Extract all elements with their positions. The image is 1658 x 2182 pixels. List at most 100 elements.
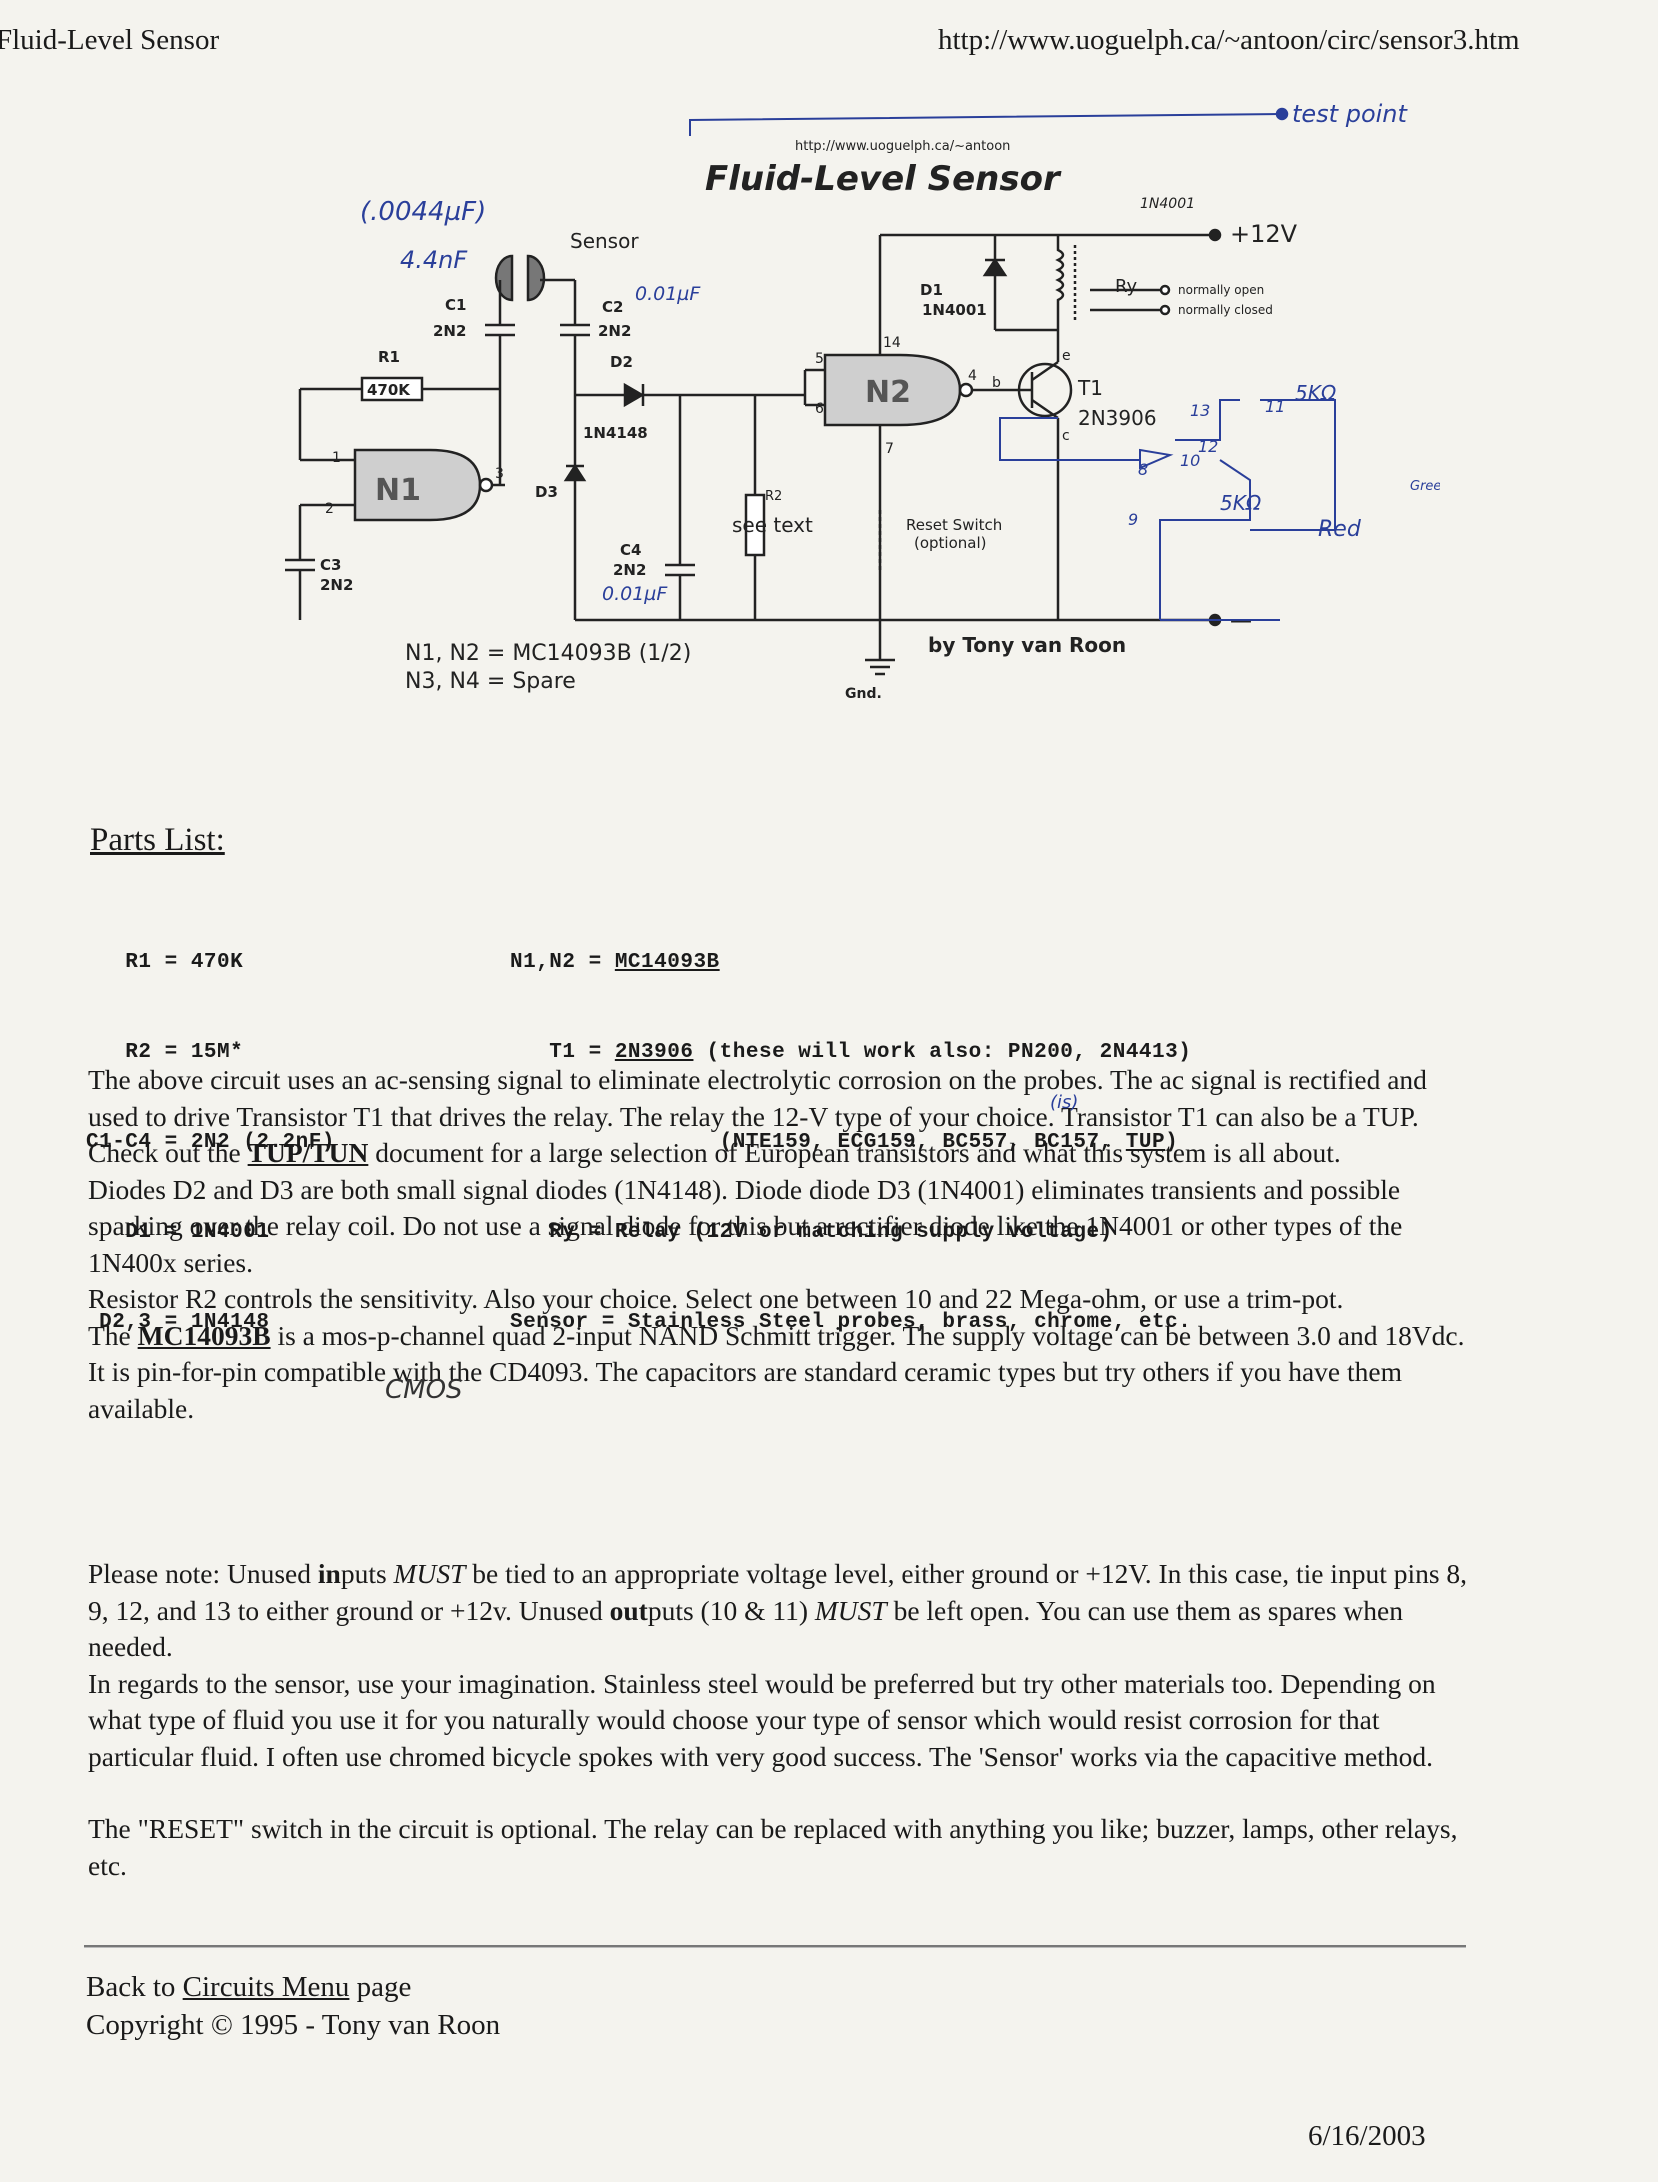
label-n2: N2 xyxy=(865,375,911,410)
label-d2-part: 1N4148 xyxy=(583,424,648,442)
label-gnd: Gnd. xyxy=(845,686,882,702)
paragraph-text: The above circuit uses an ac-sensing sig… xyxy=(88,1064,1427,1168)
parts-list-left: R1 = 470K R2 = 15M* C1-C4 = 2N2 (2.2nF) … xyxy=(86,888,335,1398)
paragraph-text: document for a large selection of Europe… xyxy=(368,1137,1341,1168)
label-c2: C2 xyxy=(602,298,623,316)
label-sensor: Sensor xyxy=(570,229,639,253)
label-t1-b: b xyxy=(992,375,1001,391)
emphasis-must: MUST xyxy=(814,1594,887,1626)
parts-list-heading: Parts List: xyxy=(90,822,225,858)
note-diode: 1N4001 xyxy=(1140,196,1195,212)
paragraph-sensor: In regards to the sensor, use your imagi… xyxy=(88,1667,1436,1772)
label-pin5: 5 xyxy=(815,351,824,367)
paragraph-text: The xyxy=(88,1319,138,1351)
label-pin1: 1 xyxy=(332,450,341,466)
paragraph-text: Please note: Unused xyxy=(88,1558,318,1589)
parts-item: R1 = 470K xyxy=(86,951,244,974)
paragraph-diodes: Diodes D2 and D3 are both small signal d… xyxy=(88,1173,1403,1278)
print-date: 6/16/2003 xyxy=(1308,2120,1426,2152)
label-ground-terminal: — xyxy=(1230,609,1252,634)
parts-t1-rest: (these will work also: PN200, 2N4413) xyxy=(693,1041,1192,1064)
note-pin11: 11 xyxy=(1265,397,1285,416)
note-res-mid: 5KΩ xyxy=(1220,491,1262,515)
tup-tun-link[interactable]: TUP/TUN xyxy=(247,1137,369,1168)
parts-list-right: N1,N2 = MC14093B T1 = 2N3906 (these will… xyxy=(510,888,1191,1398)
parts-tup-link[interactable]: TUP xyxy=(1125,1131,1166,1154)
diagram-title: Fluid-Level Sensor xyxy=(705,159,1062,199)
note-c1-cap-a: (.0044µF) xyxy=(360,197,486,227)
label-reset-optional: (optional) xyxy=(914,534,987,552)
parts-t1-link[interactable]: 2N3906 xyxy=(614,1041,694,1064)
label-c2-value: 2N2 xyxy=(598,322,631,340)
footer-text: page xyxy=(349,1971,412,2003)
label-r2: R2 xyxy=(765,489,782,504)
circuits-menu-link[interactable]: Circuits Menu xyxy=(182,1971,350,2003)
label-supply: +12V xyxy=(1230,220,1298,248)
label-ry: Ry xyxy=(1115,276,1138,297)
parts-sensor-line: Sensor = Stainless Steel probes, brass, … xyxy=(510,1311,1192,1334)
paragraph-text: puts (10 & 11) xyxy=(647,1594,815,1626)
label-author: by Tony van Roon xyxy=(928,633,1126,657)
copyright: Copyright © 1995 - Tony van Roon xyxy=(86,2009,501,2041)
note-led-red: Red xyxy=(1318,517,1362,542)
label-pin3: 3 xyxy=(495,466,504,482)
emphasis-must: MUST xyxy=(393,1558,466,1589)
label-normally-closed: normally closed xyxy=(1178,303,1273,317)
label-gates-line1: N1, N2 = MC14093B (1/2) xyxy=(405,641,691,666)
label-t1-e: e xyxy=(1062,348,1071,364)
page-header-url: http://www.uoguelph.ca/~antoon/circ/sens… xyxy=(938,24,1520,56)
parts-item: D1 = 1N4001 xyxy=(86,1221,270,1244)
circuit-diagram: http://www.uoguelph.ca/~antoon Fluid-Lev… xyxy=(280,100,1450,720)
parts-n1n2-label: N1,N2 = xyxy=(510,951,615,974)
note-c4-cap: 0.01µF xyxy=(602,583,668,605)
parts-n1n2-link[interactable]: MC14093B xyxy=(614,951,720,974)
label-c4: C4 xyxy=(620,541,641,559)
paragraph-text: is a mos-p-channel quad 2-input NAND Sch… xyxy=(88,1319,1465,1424)
note-c2-cap: 0.01µF xyxy=(635,283,701,305)
diagram-source-url: http://www.uoguelph.ca/~antoon xyxy=(795,139,1010,154)
paragraph-reset: The "RESET" switch in the circuit is opt… xyxy=(88,1813,1458,1881)
label-reset-switch: Reset Switch xyxy=(906,516,1002,534)
paragraph-text: be tied to an appropriate voltage level,… xyxy=(88,1558,1468,1626)
label-c1: C1 xyxy=(445,296,466,314)
parts-ry-line: Ry = Relay (12V or matching supply volta… xyxy=(510,1221,1113,1244)
label-pin6: 6 xyxy=(815,401,824,417)
label-gates-line2: N3, N4 = Spare xyxy=(405,669,576,694)
mc14093b-link[interactable]: MC14093B xyxy=(137,1319,271,1351)
note-pin13: 13 xyxy=(1190,401,1210,420)
label-c3-value: 2N2 xyxy=(320,576,353,594)
label-c4-value: 2N2 xyxy=(613,561,646,579)
footer: Back to Circuits Menu page Copyright © 1… xyxy=(86,1968,500,2044)
label-normally-open: normally open xyxy=(1178,283,1264,297)
emphasis-out: out xyxy=(609,1594,648,1626)
parts-t1-line2a: (NTE159, ECG159, BC557, BC157, xyxy=(510,1131,1126,1154)
label-c3: C3 xyxy=(320,556,341,574)
parts-item: D2,3 = 1N4148 xyxy=(86,1311,270,1334)
note-pin8: 8 xyxy=(1138,460,1148,479)
label-d1-part: 1N4001 xyxy=(922,301,987,319)
label-r1: R1 xyxy=(378,348,400,366)
label-pin7: 7 xyxy=(885,441,894,457)
note-led-green: Green xyxy=(1410,479,1440,494)
schematic-svg: http://www.uoguelph.ca/~antoon Fluid-Lev… xyxy=(285,100,1450,702)
paragraph-resistor: Resistor R2 controls the sensitivity. Al… xyxy=(88,1283,1344,1314)
label-pin4: 4 xyxy=(968,368,977,384)
notes-block: Please note: Unused inputs MUST be tied … xyxy=(88,1556,1480,1884)
note-pin10: 10 xyxy=(1180,451,1200,470)
note-cmos: CMOS xyxy=(385,1375,463,1405)
label-pin14: 14 xyxy=(883,335,901,351)
parts-item: R2 = 15M* xyxy=(86,1041,244,1064)
footer-text: Back to xyxy=(86,1971,183,2003)
note-pin12: 12 xyxy=(1198,437,1218,456)
paragraph-note: Please note: Unused inputs MUST be tied … xyxy=(88,1556,1480,1666)
label-r1-value: 470K xyxy=(367,381,411,399)
label-n1: N1 xyxy=(375,473,421,508)
note-relay: (is) xyxy=(1050,1092,1079,1113)
parts-item: C1-C4 = 2N2 (2.2nF) xyxy=(86,1131,335,1154)
label-c1-value: 2N2 xyxy=(433,322,466,340)
paragraph-text: be left open. You can use them as spares… xyxy=(88,1594,1403,1663)
emphasis-in: in xyxy=(317,1558,341,1589)
parts-t1-line2c: ) xyxy=(1165,1131,1179,1154)
label-d3: D3 xyxy=(535,483,558,501)
